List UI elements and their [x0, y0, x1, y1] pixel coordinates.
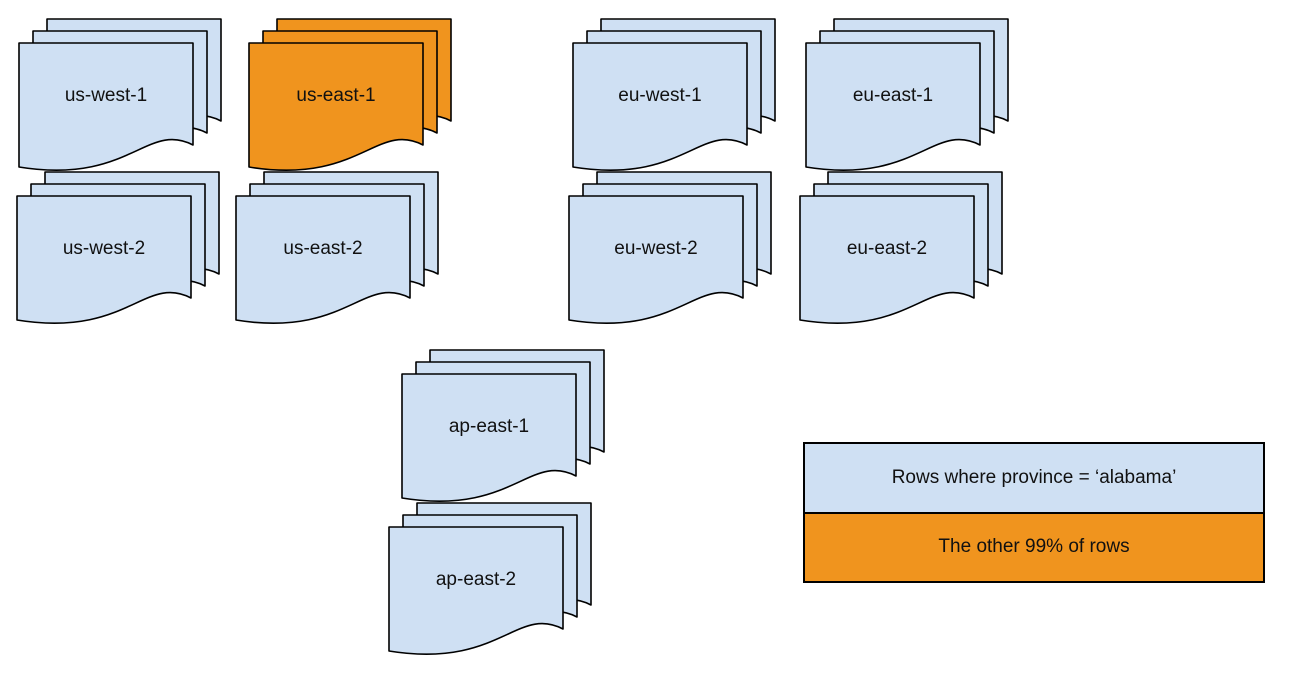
document-stack-icon	[248, 18, 452, 172]
document-stack-us-east-2: us-east-2	[235, 171, 440, 325]
document-stack-us-west-1: us-west-1	[18, 18, 223, 172]
document-stack-icon	[388, 502, 592, 656]
document-stack-eu-east-1: eu-east-1	[805, 18, 1010, 172]
document-stack-icon	[572, 18, 776, 172]
region-label: eu-east-1	[852, 84, 934, 106]
region-label: us-east-2	[283, 237, 363, 259]
legend-item-label: The other 99% of rows	[938, 536, 1130, 558]
document-stack-eu-west-2: eu-west-2	[568, 171, 773, 325]
legend-item-other-rows: The other 99% of rows	[805, 513, 1263, 581]
document-stack-icon	[805, 18, 1009, 172]
document-stack-us-west-2: us-west-2	[16, 171, 221, 325]
region-label: eu-west-1	[618, 84, 702, 106]
region-label: eu-east-2	[846, 237, 928, 259]
document-stack-icon	[16, 171, 220, 325]
region-label: us-west-1	[64, 84, 148, 106]
document-stack-icon	[235, 171, 439, 325]
region-label: eu-west-2	[614, 237, 698, 259]
document-stack-icon	[799, 171, 1003, 325]
document-stack-icon	[568, 171, 772, 325]
legend: Rows where province = ‘alabama’ The othe…	[803, 442, 1265, 583]
region-label: ap-east-2	[435, 568, 517, 590]
legend-item-alabama-rows: Rows where province = ‘alabama’	[805, 444, 1263, 514]
region-label: us-west-2	[62, 237, 146, 259]
document-stack-eu-east-2: eu-east-2	[799, 171, 1004, 325]
document-stack-icon	[401, 349, 605, 503]
document-stack-icon	[18, 18, 222, 172]
legend-item-label: Rows where province = ‘alabama’	[891, 466, 1177, 488]
region-label: ap-east-1	[448, 415, 530, 437]
document-stack-ap-east-2: ap-east-2	[388, 502, 593, 656]
document-stack-eu-west-1: eu-west-1	[572, 18, 777, 172]
document-stack-us-east-1: us-east-1	[248, 18, 453, 172]
region-label: us-east-1	[296, 84, 376, 106]
document-stack-ap-east-1: ap-east-1	[401, 349, 606, 503]
